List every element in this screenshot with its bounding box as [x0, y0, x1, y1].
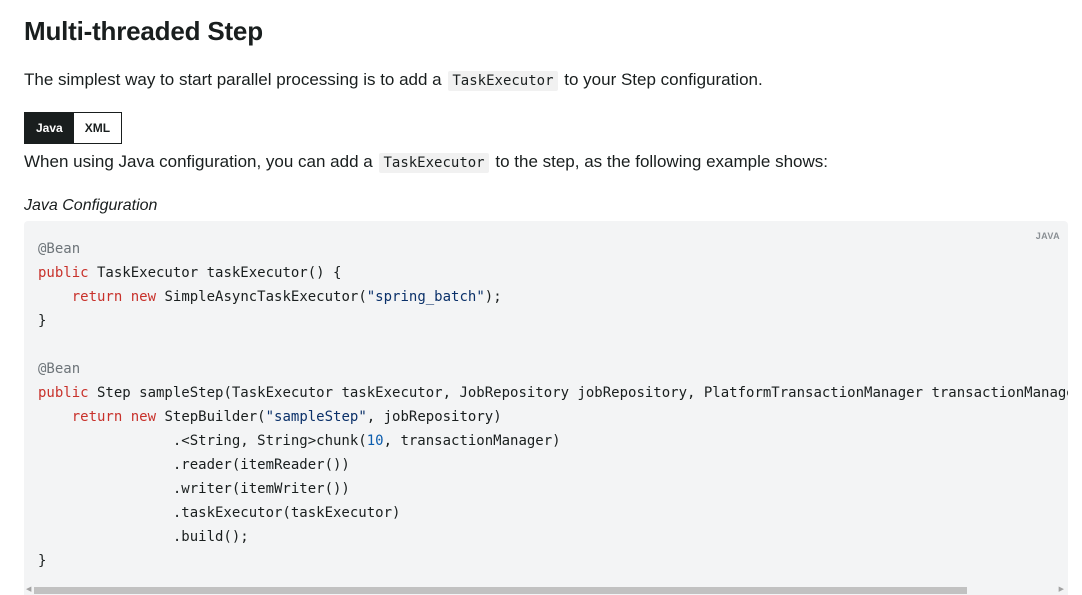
- code-token: .build();: [38, 529, 249, 545]
- code-line: .<String, String>chunk(10, transactionMa…: [38, 433, 561, 449]
- code-token: public: [38, 265, 89, 281]
- code-line: .reader(itemReader()): [38, 457, 350, 473]
- code-token: }: [38, 553, 47, 569]
- code-token: [122, 289, 130, 305]
- chevron-right-icon[interactable]: ▶: [1058, 586, 1064, 593]
- example-caption: Java Configuration: [24, 197, 158, 214]
- code-language-label: JAVA: [1035, 231, 1060, 241]
- inline-code-taskexecutor: TaskExecutor: [448, 71, 558, 91]
- code-line: @Bean: [38, 361, 80, 377]
- code-line: public TaskExecutor taskExecutor() {: [38, 265, 341, 281]
- code-line: .writer(itemWriter()): [38, 481, 350, 497]
- code-token: , transactionManager): [383, 433, 561, 449]
- intro-paragraph: The simplest way to start parallel proce…: [24, 68, 763, 93]
- horizontal-scrollbar[interactable]: ◀ ▶: [24, 585, 1068, 595]
- scrollbar-thumb[interactable]: [34, 587, 967, 594]
- code-token: );: [484, 289, 502, 305]
- code-line: return new SimpleAsyncTaskExecutor("spri…: [38, 289, 502, 305]
- code-token: [38, 289, 72, 305]
- code-line: .taskExecutor(taskExecutor): [38, 505, 401, 521]
- code-token: SimpleAsyncTaskExecutor(: [156, 289, 367, 305]
- code-token: , jobRepository): [366, 409, 502, 425]
- code-token: .taskExecutor(taskExecutor): [38, 505, 401, 521]
- tab-xml[interactable]: XML: [73, 113, 122, 143]
- section-title: Multi-threaded Step: [24, 16, 263, 46]
- java-text-after: to the step, as the following example sh…: [495, 152, 828, 171]
- code-listing[interactable]: @Bean public TaskExecutor taskExecutor()…: [38, 237, 1068, 573]
- intro-text-after: to your Step configuration.: [564, 70, 763, 89]
- code-token: return: [71, 289, 123, 305]
- language-tabs: Java XML: [24, 112, 123, 144]
- code-block[interactable]: JAVA @Bean public TaskExecutor taskExecu…: [24, 221, 1068, 595]
- code-token: @Bean: [38, 241, 81, 257]
- code-line: .build();: [38, 529, 249, 545]
- code-line: @Bean: [38, 241, 80, 257]
- code-token: @Bean: [38, 361, 81, 377]
- chevron-left-icon[interactable]: ◀: [26, 586, 32, 593]
- code-token: new: [130, 289, 157, 305]
- code-token: TaskExecutor taskExecutor() {: [88, 265, 342, 281]
- tab-java[interactable]: Java: [25, 113, 74, 143]
- code-token: [122, 409, 130, 425]
- code-token: }: [38, 313, 47, 329]
- code-line: }: [38, 313, 46, 329]
- code-token: .writer(itemWriter()): [38, 481, 350, 497]
- code-token: Step sampleStep(TaskExecutor taskExecuto…: [88, 385, 1068, 401]
- code-token: new: [130, 409, 157, 425]
- code-line: }: [38, 553, 46, 569]
- intro-text-before: The simplest way to start parallel proce…: [24, 70, 442, 89]
- code-token: [38, 409, 72, 425]
- code-token: StepBuilder(: [156, 409, 266, 425]
- java-text-before: When using Java configuration, you can a…: [24, 152, 373, 171]
- code-token: "sampleStep": [265, 409, 367, 425]
- code-token: return: [71, 409, 123, 425]
- code-line: public Step sampleStep(TaskExecutor task…: [38, 385, 1068, 401]
- inline-code-taskexecutor-2: TaskExecutor: [379, 153, 489, 173]
- code-token: 10: [366, 433, 384, 449]
- code-line: return new StepBuilder("sampleStep", job…: [38, 409, 502, 425]
- code-token: .<String, String>chunk(: [38, 433, 367, 449]
- java-config-paragraph: When using Java configuration, you can a…: [24, 150, 828, 175]
- code-token: public: [38, 385, 89, 401]
- code-token: .reader(itemReader()): [38, 457, 350, 473]
- code-token: "spring_batch": [366, 289, 485, 305]
